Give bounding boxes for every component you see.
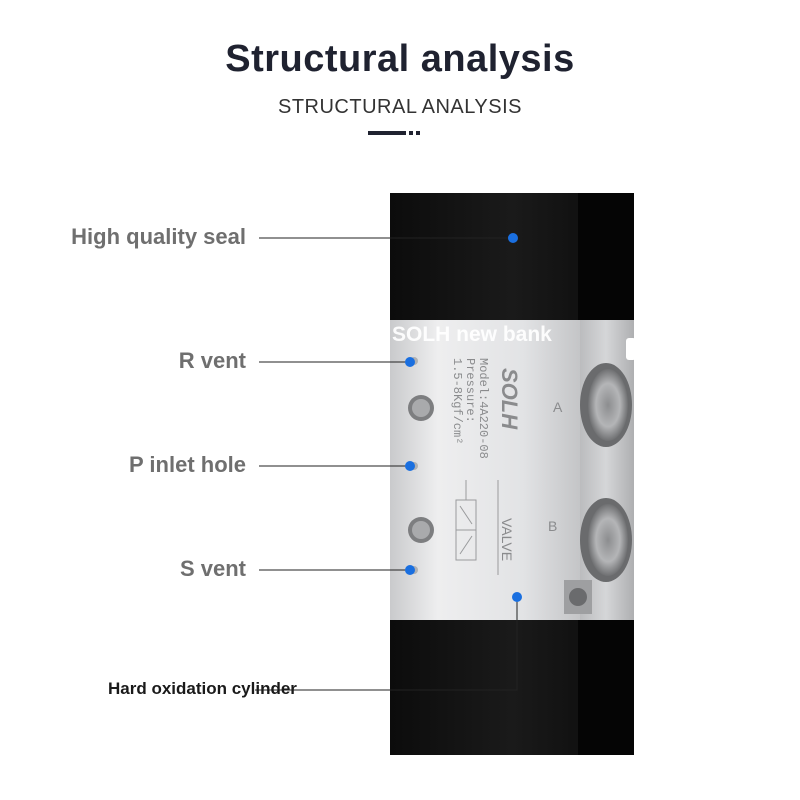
brand-text: SOLH (497, 368, 522, 430)
page-title: Structural analysis (225, 38, 575, 80)
marker-dot-r-vent (405, 357, 415, 367)
callout-label-seal: High quality seal (71, 224, 246, 249)
valve-schematic-symbol (455, 480, 499, 575)
pressure-text: Pressure: (463, 358, 477, 423)
marker-dot-seal (508, 233, 518, 243)
callout-label-r-vent: R vent (178, 348, 246, 373)
marker-dot-p-inlet (405, 461, 415, 471)
watermark: SOLH new bank (392, 323, 552, 346)
valve-text: VALVE (499, 518, 515, 561)
pressure-value-text: 1.5-8Kgf/cm² (450, 358, 464, 444)
marker-dot-cylinder (512, 592, 522, 602)
body-front-face (390, 318, 580, 628)
model-text: Model:4A220-08 (476, 358, 490, 459)
callout-label-cylinder: Hard oxidation cylinder (108, 679, 297, 698)
callout-label-p-inlet: P inlet hole (129, 452, 246, 477)
page-subtitle: STRUCTURAL ANALYSIS (277, 96, 522, 118)
callout-label-s-vent: S vent (179, 556, 246, 581)
port-b-label: B (548, 518, 557, 534)
leader-line-cylinder (255, 597, 518, 691)
port-a-label: A (553, 399, 563, 415)
marker-dot-s-vent (405, 565, 415, 575)
title-underline (368, 131, 420, 135)
